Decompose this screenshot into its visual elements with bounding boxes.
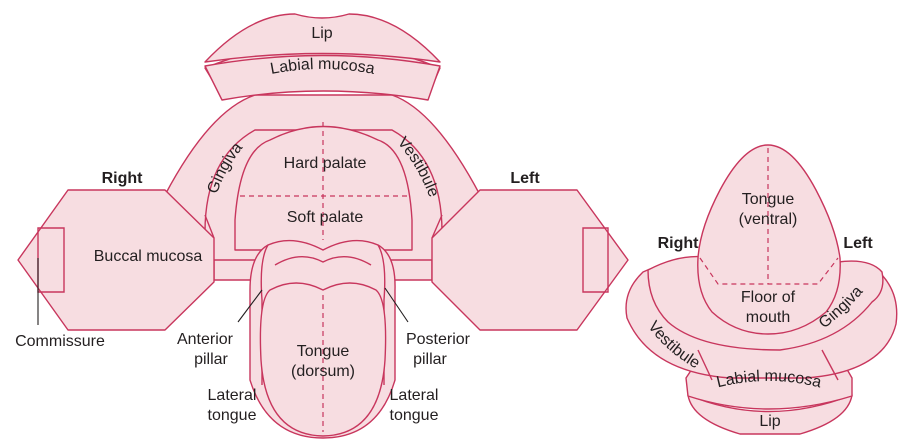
- floor-lip-label: Lip: [759, 413, 780, 430]
- ventral-tongue-label-2: (ventral): [739, 211, 798, 228]
- soft-palate-label: Soft palate: [287, 209, 364, 226]
- lateral-tongue-right-label-2: tongue: [390, 407, 439, 424]
- floor-of-mouth-map: Tongue (ventral) Right Left Floor of mou…: [626, 145, 897, 434]
- floor-of-mouth-label-2: mouth: [746, 309, 790, 326]
- floor-left-label: Left: [843, 235, 873, 252]
- anterior-pillar-label-2: pillar: [194, 351, 228, 368]
- floor-of-mouth-label-1: Floor of: [741, 289, 796, 306]
- buccal-mucosa-label: Buccal mucosa: [94, 248, 203, 265]
- right-label: Right: [102, 170, 144, 187]
- lateral-tongue-left-label-1: Lateral: [208, 387, 257, 404]
- main-oral-map: Lip Labial mucosa Gingiva Vestibule Hard…: [15, 14, 628, 438]
- floor-right-label: Right: [658, 235, 700, 252]
- commissure-label: Commissure: [15, 333, 105, 350]
- buccal-mucosa-left-region: [432, 190, 628, 330]
- anterior-pillar-label-1: Anterior: [177, 331, 234, 348]
- lateral-tongue-right-label-1: Lateral: [390, 387, 439, 404]
- hard-palate-label: Hard palate: [284, 155, 367, 172]
- lip-label: Lip: [311, 25, 332, 42]
- ventral-tongue-label-1: Tongue: [742, 191, 795, 208]
- posterior-pillar-label-1: Posterior: [406, 331, 471, 348]
- tongue-dorsum-label-2: (dorsum): [291, 363, 355, 380]
- posterior-pillar-label-2: pillar: [413, 351, 447, 368]
- tongue-dorsum-label-1: Tongue: [297, 343, 350, 360]
- lateral-tongue-left-label-2: tongue: [208, 407, 257, 424]
- left-label: Left: [510, 170, 540, 187]
